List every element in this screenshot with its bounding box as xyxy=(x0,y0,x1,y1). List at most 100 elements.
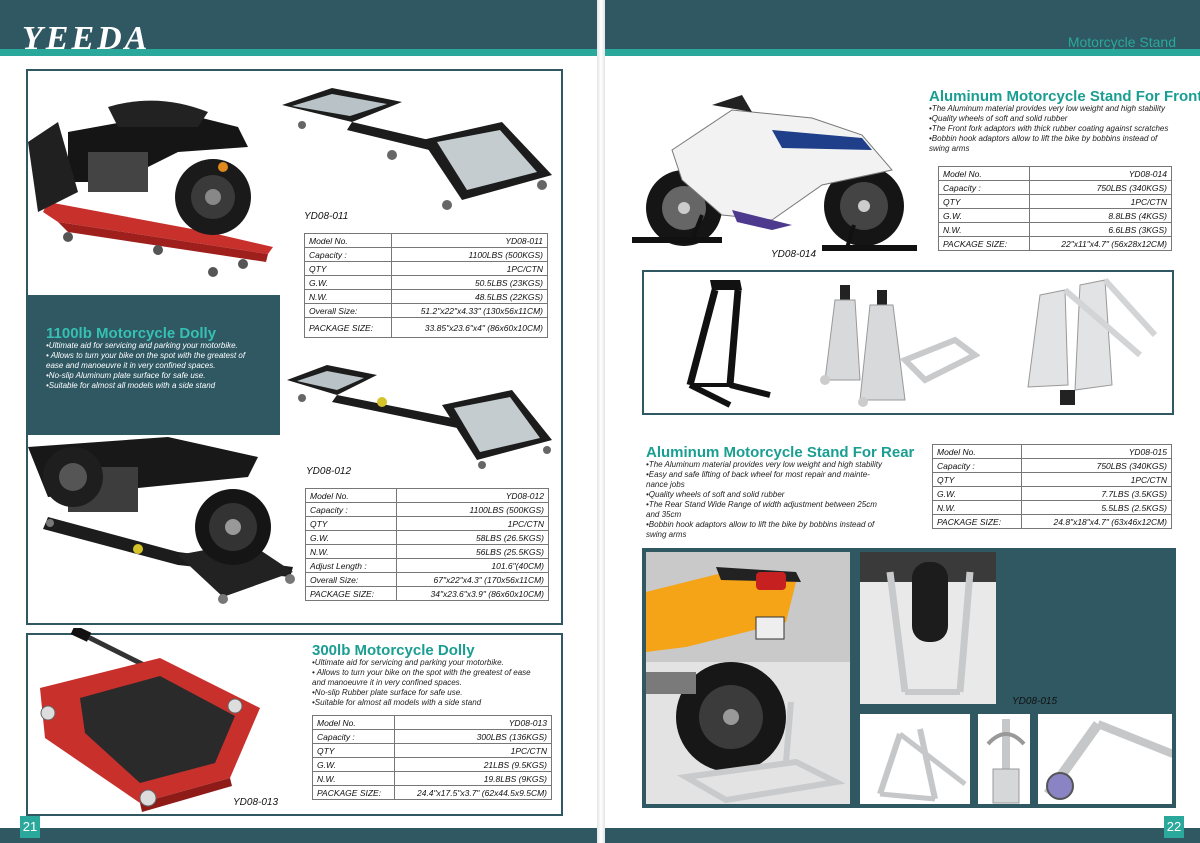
table-row: N.W.5.5LBS (2.5KGS) xyxy=(931,500,1172,515)
dolly-1100-bullets: •Ultimate aid for servicing and parking … xyxy=(46,341,278,391)
right-header-stripe xyxy=(605,49,1200,56)
table-row: G.W.7.7LBS (3.5KGS) xyxy=(931,486,1172,501)
table-row: Capacity :300LBS (136KGS) xyxy=(311,729,552,744)
page-spine xyxy=(597,0,605,843)
list-item: •Quality wheels of soft and solid rubber xyxy=(646,490,785,499)
table-row: Model No.YD08-015 xyxy=(931,444,1172,459)
table-row: N.W.6.6LBS (3KGS) xyxy=(938,222,1173,237)
table-row: Overall Size:51.2"x22"x4.33" (130x56x11C… xyxy=(304,303,549,318)
rear-stand-detail-photo-1 xyxy=(858,712,972,806)
bobbin-hook-adaptor-image xyxy=(986,719,1026,804)
page-number-left: 21 xyxy=(20,816,40,838)
rear-stand-title: Aluminum Motorcycle Stand For Rear xyxy=(646,444,915,461)
table-row: N.W.19.8LBS (9KGS) xyxy=(311,771,552,786)
dolly-300-bullets: •Ultimate aid for servicing and parking … xyxy=(312,658,557,708)
table-row: PACKAGE SIZE:24.8"x18"x4.7" (63x46x12CM) xyxy=(931,514,1172,529)
red-300lb-dolly-image xyxy=(40,628,260,812)
table-row: Capacity :1100LBS (500KGS) xyxy=(305,502,550,517)
list-item: swing arms xyxy=(646,530,687,539)
front-stand-title: Aluminum Motorcycle Stand For Front xyxy=(929,88,1200,105)
left-header-stripe xyxy=(0,49,597,56)
rear-stand-detail-photo-3 xyxy=(1036,712,1174,806)
table-row: PACKAGE SIZE:33.85"x23.6"x4" (86x60x10CM… xyxy=(304,317,549,338)
silver-rear-stand-pair-image xyxy=(1027,277,1158,405)
section-title: Motorcycle Stand xyxy=(1067,34,1176,50)
black-front-stand-image xyxy=(686,280,771,408)
list-item: •Suitable for almost all models with a s… xyxy=(46,381,216,390)
right-header-bar xyxy=(605,0,1200,52)
list-item: •Quality wheels of soft and solid rubber xyxy=(929,114,1068,123)
table-row: N.W.56LBS (25.5KGS) xyxy=(305,544,550,559)
spec-table-yd08-015: Model No.YD08-015 Capacity :750LBS (340K… xyxy=(931,444,1172,529)
orange-bike-on-rear-stand-image xyxy=(646,552,850,804)
table-row: PACKAGE SIZE:34"x23.6"x3.9" (86x60x10CM) xyxy=(305,586,550,601)
rear-stand-lifting-wheel-image xyxy=(860,552,996,695)
list-item: •The Aluminum material provides very low… xyxy=(929,104,1165,113)
list-item: swing arms xyxy=(929,144,970,153)
table-row: Overall Size:67"x22"x4.3" (170x56x11CM) xyxy=(305,572,550,587)
rear-stand-bullets: •The Aluminum material provides very low… xyxy=(646,460,908,540)
list-item: • Allows to turn your bike on the spot w… xyxy=(312,668,531,677)
model-label-yd08-011: YD08-011 xyxy=(304,211,349,222)
motorcycle-on-red-dolly-image xyxy=(28,100,273,277)
rear-stand-wheel-closeup-image xyxy=(1043,720,1172,800)
left-header-bar xyxy=(0,0,597,52)
table-row: Model No.YD08-013 xyxy=(311,715,552,730)
table-row: PACKAGE SIZE:22"x11"x4.7" (56x28x12CM) xyxy=(938,236,1173,251)
list-item: and manoeuvre it in very confined spaces… xyxy=(312,678,462,687)
table-row: Adjust Length :101.6"(40CM) xyxy=(305,558,550,573)
front-stand-bullets: •The Aluminum material provides very low… xyxy=(929,104,1191,154)
model-label-yd08-015: YD08-015 xyxy=(1012,696,1058,707)
list-item: •No-slip Aluminum plate surface for safe… xyxy=(46,371,206,380)
rear-wheel-lift-photo xyxy=(858,550,998,706)
spec-table-yd08-012: Model No.YD08-012 Capacity :1100LBS (500… xyxy=(305,488,550,601)
table-row: N.W.48.5LBS (22KGS) xyxy=(304,289,549,304)
rear-stand-full-view-image xyxy=(877,728,967,802)
table-row: Model No.YD08-011 xyxy=(304,233,549,248)
table-row: G.W.21LBS (9.5KGS) xyxy=(311,757,552,772)
list-item: •The Aluminum material provides very low… xyxy=(646,460,882,469)
table-row: G.W.58LBS (26.5KGS) xyxy=(305,530,550,545)
rear-stand-detail-photo-2 xyxy=(976,712,1032,806)
list-item: nance jobs xyxy=(646,480,685,489)
spec-table-yd08-014: Model No.YD08-014 Capacity :750LBS (340K… xyxy=(938,166,1173,251)
list-item: •Ultimate aid for servicing and parking … xyxy=(46,341,238,350)
list-item: •No-slip Rubber plate surface for safe u… xyxy=(312,688,463,697)
yd08-012-dolly-image xyxy=(287,365,552,469)
yd08-011-dolly-image xyxy=(282,88,552,210)
orange-bike-photo xyxy=(644,550,852,806)
silver-front-stand-pair-image xyxy=(820,285,980,407)
list-item: •Bobbin hook adaptors allow to lift the … xyxy=(646,520,875,529)
sport-bike-on-front-stand-image xyxy=(632,95,917,251)
dolly-1100-title: 1100lb Motorcycle Dolly xyxy=(46,325,217,342)
list-item: •Easy and safe lifting of back wheel for… xyxy=(646,470,870,479)
page-number-right: 22 xyxy=(1164,816,1184,838)
table-row: Model No.YD08-014 xyxy=(938,166,1173,181)
model-label-yd08-013: YD08-013 xyxy=(233,797,279,808)
brand-logo: YEEDA xyxy=(22,20,151,57)
table-row: G.W.50.5LBS (23KGS) xyxy=(304,275,549,290)
dolly-300-title: 300lb Motorcycle Dolly xyxy=(312,642,475,659)
list-item: • Allows to turn your bike on the spot w… xyxy=(46,351,246,360)
table-row: Capacity :750LBS (340KGS) xyxy=(938,180,1173,195)
list-item: •Suitable for almost all models with a s… xyxy=(312,698,482,707)
list-item: •The Rear Stand Wide Range of width adju… xyxy=(646,500,877,509)
list-item: ease and manoeuvre it in very confined s… xyxy=(46,361,216,370)
dolly-1100-description-box: 1100lb Motorcycle Dolly •Ultimate aid fo… xyxy=(28,295,280,435)
list-item: •Ultimate aid for servicing and parking … xyxy=(312,658,504,667)
spec-table-yd08-011: Model No.YD08-011 Capacity :1100LBS (500… xyxy=(304,233,549,338)
list-item: and 35cm xyxy=(646,510,682,519)
table-row: G.W.8.8LBS (4KGS) xyxy=(938,208,1173,223)
motorcycle-on-black-dolly-image xyxy=(28,437,295,604)
left-footer-bar xyxy=(0,828,597,843)
right-footer-bar xyxy=(605,828,1200,843)
spec-table-yd08-013: Model No.YD08-013 Capacity :300LBS (136K… xyxy=(311,715,552,800)
list-item: •Bobbin hook adaptors allow to lift the … xyxy=(929,134,1158,143)
model-label-yd08-014: YD08-014 xyxy=(771,249,817,260)
table-row: Capacity :1100LBS (500KGS) xyxy=(304,247,549,262)
